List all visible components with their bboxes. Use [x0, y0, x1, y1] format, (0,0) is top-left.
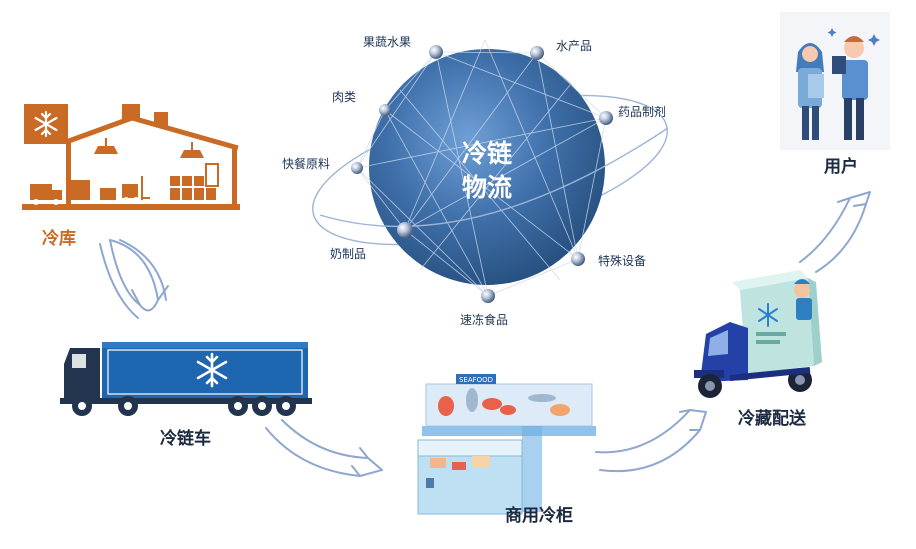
commercial-freezer-icon: SEAFOOD — [417, 374, 596, 515]
customers-icon — [780, 12, 890, 150]
node-dairy — [397, 222, 413, 238]
category-label: 果蔬水果 — [363, 35, 412, 49]
category-label: 药品制剂 — [618, 105, 667, 119]
globe-title-line2: 物流 — [461, 173, 512, 202]
arrow-warehouse-to-truck — [109, 239, 169, 312]
node-meat — [379, 104, 391, 116]
globe-title: 冷链 物流 — [445, 137, 529, 205]
node-aquatic — [530, 46, 544, 60]
refrigerated-truck-icon — [60, 342, 312, 416]
globe-nodes — [351, 45, 613, 303]
arrow-truck-to-freezer — [265, 419, 383, 477]
seafood-sign: SEAFOOD — [459, 376, 493, 384]
cold-storage-warehouse-icon — [22, 104, 240, 210]
node-frozen — [481, 289, 495, 303]
node-special — [571, 252, 585, 266]
globe-title-line1: 冷链 — [461, 139, 512, 168]
category-label: 肉类 — [332, 90, 357, 104]
snowflake-icon — [196, 352, 228, 388]
stage-label-customers: 用户 — [824, 157, 858, 177]
category-label: 水产品 — [556, 39, 593, 53]
delivery-tricycle-icon — [694, 270, 822, 398]
node-pharma — [599, 111, 613, 125]
node-fruits — [429, 45, 443, 59]
stage-label-truck: 冷链车 — [160, 429, 211, 449]
category-label: 速冻食品 — [460, 313, 509, 327]
arrow-delivery-to-customers — [799, 191, 871, 273]
node-fastfood — [351, 162, 363, 174]
arrow-freezer-to-delivery — [595, 409, 707, 473]
stage-label-delivery: 冷藏配送 — [738, 409, 806, 429]
stage-label-cold-storage: 冷库 — [42, 229, 76, 249]
category-label: 快餐原料 — [282, 157, 331, 171]
category-label: 奶制品 — [330, 247, 367, 261]
stage-label-freezer: 商用冷柜 — [505, 506, 573, 526]
category-label: 特殊设备 — [598, 254, 647, 268]
